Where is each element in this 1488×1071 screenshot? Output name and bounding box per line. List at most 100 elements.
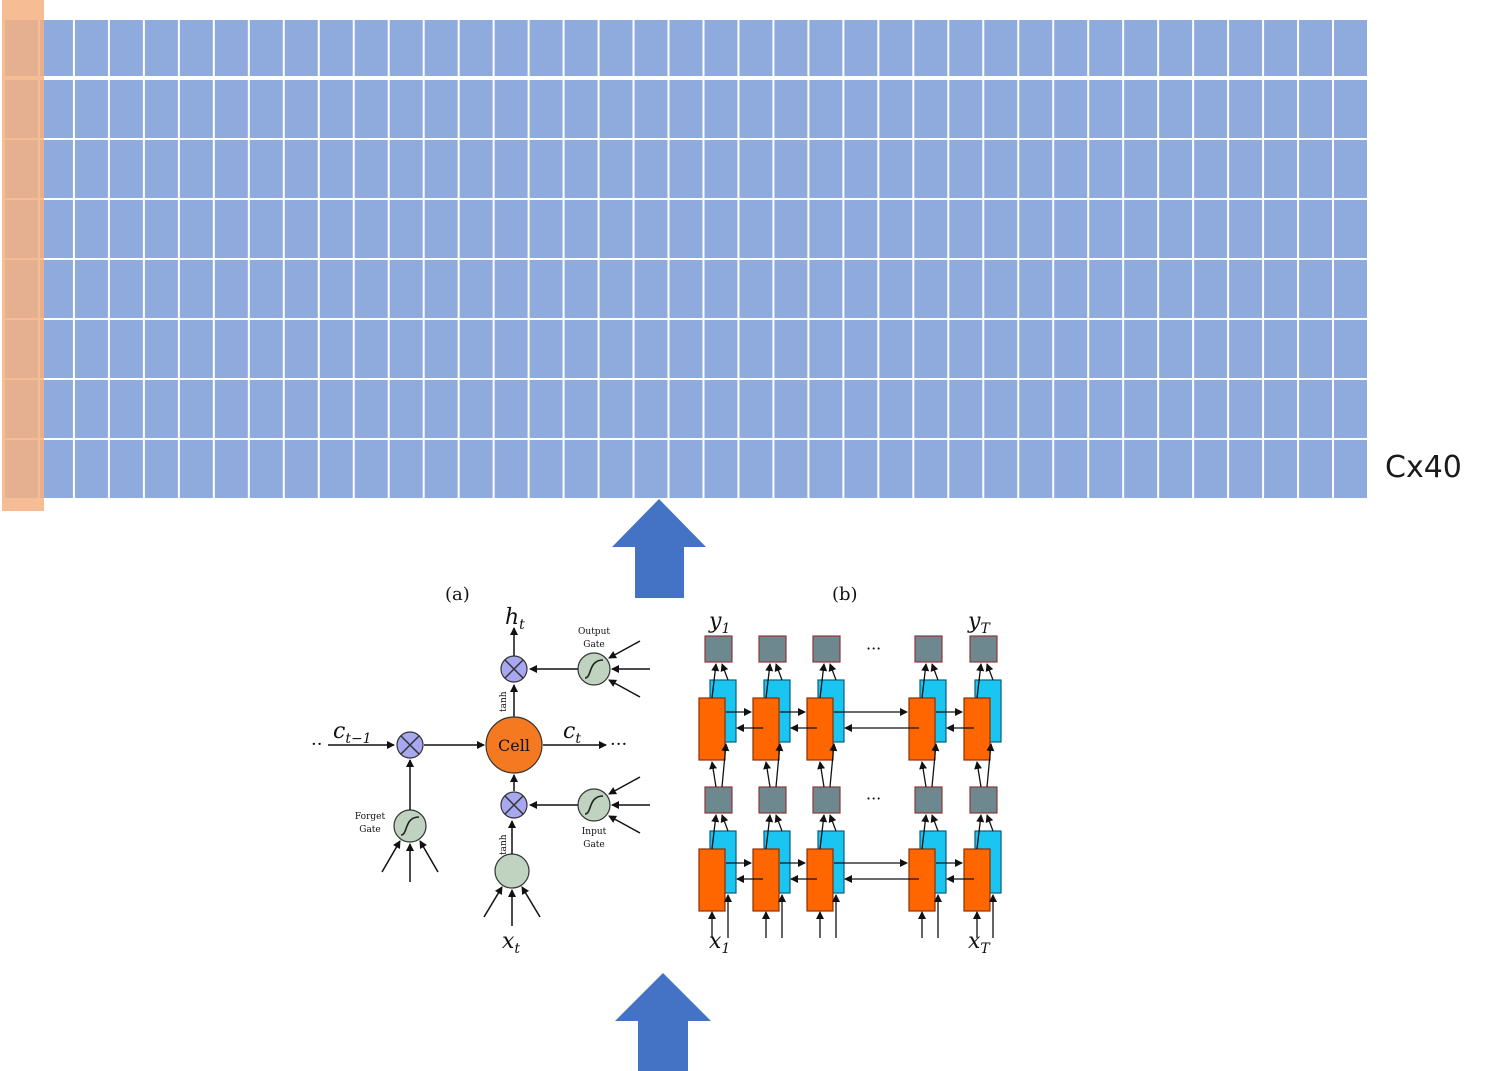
grid-cell [424, 200, 458, 258]
grid-cell [459, 200, 493, 258]
grid-cell [459, 440, 493, 498]
x-t-label: xt [502, 929, 520, 957]
grid-cell [739, 140, 773, 198]
grid-cell [179, 260, 213, 318]
grid-cell [1019, 20, 1053, 76]
grid-cell [529, 260, 563, 318]
grid-cell [1299, 20, 1333, 76]
grid-cell [704, 260, 738, 318]
grid-cell [564, 320, 598, 378]
grid-cell [179, 380, 213, 438]
grid-cell [214, 260, 248, 318]
grid-cell [529, 20, 563, 76]
grid-cell [74, 260, 108, 318]
grid-cell [179, 440, 213, 498]
grid-cell [529, 320, 563, 378]
grid-cell [1054, 260, 1088, 318]
forward-lstm-unit [963, 848, 991, 912]
grid-cell [809, 20, 843, 76]
grid-cell [249, 320, 283, 378]
grid-cell [1124, 140, 1158, 198]
grid-cell [424, 140, 458, 198]
grid-cell [319, 440, 353, 498]
grid-cell [459, 140, 493, 198]
grid-cell [1334, 140, 1367, 198]
grid-cell [249, 140, 283, 198]
grid-cell [1054, 440, 1088, 498]
grid-cell [249, 440, 283, 498]
grid-cell [144, 20, 178, 76]
grid-cell [1054, 20, 1088, 76]
y-t-label: yT [967, 609, 991, 637]
grid-cell [1299, 440, 1333, 498]
grid-cell [669, 380, 703, 438]
ellipsis-right: ··· [610, 734, 627, 755]
grid-cell [39, 380, 73, 438]
grid-cell [214, 20, 248, 76]
grid-cell [1299, 140, 1333, 198]
grid-cell [739, 260, 773, 318]
forward-lstm-unit [752, 848, 780, 912]
grid-cell [179, 320, 213, 378]
grid-cell [1264, 440, 1298, 498]
grid-cell [424, 320, 458, 378]
grid-cell [634, 320, 668, 378]
grid-cell [1089, 320, 1123, 378]
grid-cell [284, 440, 318, 498]
grid-cell [319, 80, 353, 138]
ellipsis-left: ·· [311, 734, 322, 755]
grid-cell [319, 200, 353, 258]
grid-cell [564, 260, 598, 318]
ellipsis-middle-row: ··· [866, 789, 881, 808]
grid-cell [389, 20, 423, 76]
grid-cell [424, 20, 458, 76]
grid-cell [1334, 440, 1367, 498]
grid-cell [949, 440, 983, 498]
grid-cell [669, 140, 703, 198]
output-node-middle [969, 786, 998, 814]
feature-grid [2, 0, 1367, 511]
grid-cell [109, 200, 143, 258]
grid-cell [914, 380, 948, 438]
highlighted-column [2, 0, 44, 511]
grid-cell [1194, 260, 1228, 318]
grid-cell [74, 320, 108, 378]
grid-cell [914, 200, 948, 258]
grid-cell [319, 260, 353, 318]
grid-cell [704, 80, 738, 138]
grid-cell [1299, 80, 1333, 138]
grid-cell [179, 200, 213, 258]
upward-arrow-bottom [615, 973, 711, 1071]
grid-cell [1299, 320, 1333, 378]
grid-cell [74, 200, 108, 258]
h-t-label: ht [505, 605, 525, 633]
grid-cell [1019, 260, 1053, 318]
grid-cell [284, 20, 318, 76]
grid-cell [739, 200, 773, 258]
grid-cell [1019, 140, 1053, 198]
grid-cell [879, 20, 913, 76]
grid-cell [1089, 200, 1123, 258]
grid-cell [214, 80, 248, 138]
grid-cell [39, 440, 73, 498]
grid-cell [1124, 20, 1158, 76]
grid-cell [249, 260, 283, 318]
grid-cell [1019, 200, 1053, 258]
grid-cell [39, 200, 73, 258]
grid-cell [984, 260, 1018, 318]
grid-cell [984, 320, 1018, 378]
grid-cell [1229, 140, 1263, 198]
grid-cell [1299, 380, 1333, 438]
grid-cell [459, 20, 493, 76]
grid-cell [529, 80, 563, 138]
grid-cell [704, 380, 738, 438]
grid-cell [1264, 140, 1298, 198]
grid-cell [319, 320, 353, 378]
grid-cell [564, 140, 598, 198]
grid-cell [39, 260, 73, 318]
grid-cell [1334, 320, 1367, 378]
grid-cell [144, 140, 178, 198]
forward-lstm-unit [698, 848, 726, 912]
grid-cell [109, 380, 143, 438]
